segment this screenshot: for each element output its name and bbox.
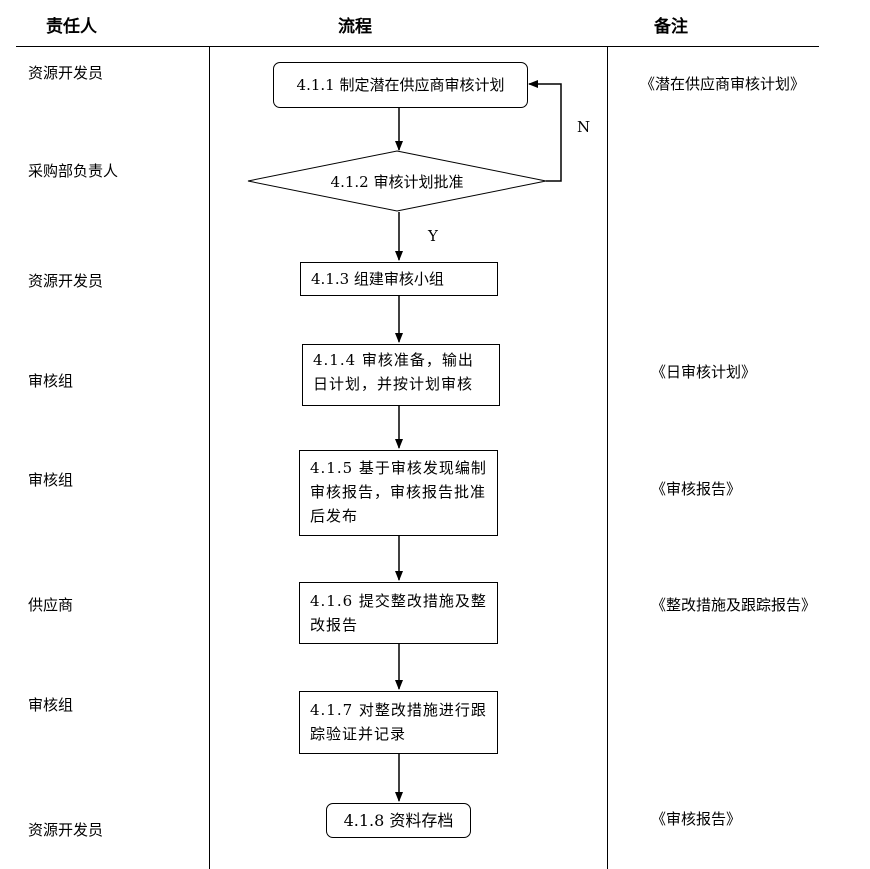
step-4-label: 4.1.4 审核准备，输出日计划，并按计划审核 [313,351,474,393]
header-remarks: 备注 [654,17,688,37]
remark-step-8: 《审核报告》 [651,810,742,828]
remark-step-1: 《潜在供应商审核计划》 [640,75,806,93]
remark-step-6: 《整改措施及跟踪报告》 [651,596,817,614]
arrow-no-loop [528,80,562,182]
step-6-box: 4.1.6 提交整改措施及整改报告 [299,582,498,644]
step-6-label: 4.1.6 提交整改措施及整改报告 [310,592,487,634]
responsible-step-5: 审核组 [28,471,74,489]
responsible-step-2: 采购部负责人 [28,162,119,180]
step-2-label: 4.1.2 审核计划批准 [330,173,464,191]
step-7-label: 4.1.7 对整改措施进行跟踪验证并记录 [310,701,487,743]
decision-yes-label: Y [428,227,438,245]
responsible-step-7: 审核组 [28,696,74,714]
decision-no-label: N [577,118,591,136]
column-divider-right [607,46,608,869]
step-7-box: 4.1.7 对整改措施进行跟踪验证并记录 [299,691,498,754]
header-responsible: 责任人 [46,17,97,37]
remark-step-5: 《审核报告》 [651,480,742,498]
column-divider-left [209,46,210,869]
remark-step-4: 《日审核计划》 [651,363,757,381]
step-1-label: 4.1.1 制定潜在供应商审核计划 [296,76,505,94]
step-3-label: 4.1.3 组建审核小组 [311,270,444,288]
step-8-box: 4.1.8 资料存档 [326,803,471,838]
header-divider [16,46,819,47]
step-5-label: 4.1.5 基于审核发现编制审核报告，审核报告批准后发布 [310,459,487,525]
step-4-box: 4.1.4 审核准备，输出日计划，并按计划审核 [302,344,500,406]
step-5-box: 4.1.5 基于审核发现编制审核报告，审核报告批准后发布 [299,450,498,536]
step-8-label: 4.1.8 资料存档 [343,810,454,830]
responsible-step-4: 审核组 [28,372,74,390]
responsible-step-8: 资源开发员 [28,821,104,839]
header-process: 流程 [338,17,372,37]
responsible-step-6: 供应商 [28,596,74,614]
step-3-box: 4.1.3 组建审核小组 [300,262,498,296]
step-1-box: 4.1.1 制定潜在供应商审核计划 [273,62,528,108]
decision-diamond [247,150,547,212]
responsible-step-3: 资源开发员 [28,272,104,290]
responsible-step-1: 资源开发员 [28,64,104,82]
